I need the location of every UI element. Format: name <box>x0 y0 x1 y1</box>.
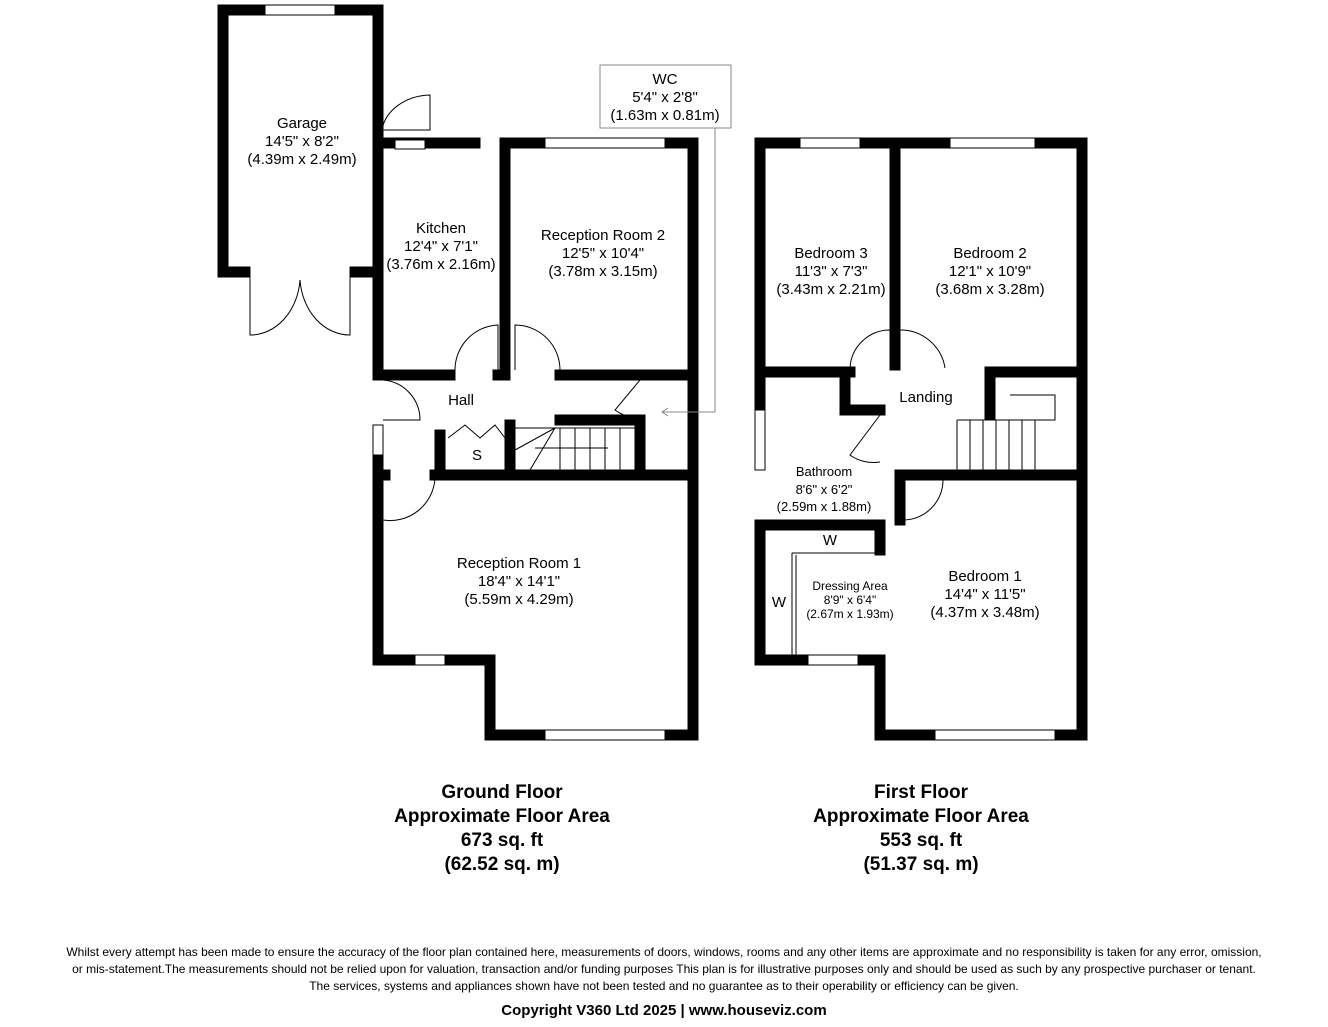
room-label-text: 14'4" x 11'5" <box>944 586 1025 603</box>
wardrobe-label: W <box>823 532 838 549</box>
disclaimer: Whilst every attempt has been made to en… <box>0 944 1328 995</box>
bedroom3-door <box>849 329 891 369</box>
wardrobes <box>791 552 880 655</box>
room-label-text: 14'5" x 8'2" <box>265 133 339 150</box>
window <box>264 4 336 16</box>
svg-text:Reception Room 212'5" x 10'4"(: Reception Room 212'5" x 10'4"(3.78m x 3.… <box>541 227 665 280</box>
room-label-text: (4.37m x 3.48m) <box>930 604 1039 621</box>
svg-text:WC5'4" x 2'8"(1.63m x 0.81m): WC5'4" x 2'8"(1.63m x 0.81m) <box>610 71 719 124</box>
bedroom2-door <box>899 329 946 369</box>
first-inner-walls <box>754 137 1088 556</box>
room-label-text: 11'3" x 7'3" <box>795 263 868 280</box>
summary-subtitle: Approximate Floor Area <box>813 806 1029 827</box>
room-label-text: Reception Room 2 <box>541 227 665 244</box>
room-label-text: Bedroom 1 <box>948 568 1021 585</box>
room-label-text: (2.67m x 1.93m) <box>806 607 893 621</box>
window <box>949 137 1036 149</box>
room-label-text: 12'1" x 10'9" <box>949 263 1031 280</box>
window <box>372 424 384 456</box>
svg-text:Bedroom 212'1" x 10'9"(3.68m x: Bedroom 212'1" x 10'9"(3.68m x 3.28m) <box>935 245 1044 298</box>
window <box>754 409 766 471</box>
room-label-text: Bedroom 2 <box>953 245 1026 262</box>
room-label-text: Reception Room 1 <box>457 555 581 572</box>
room-label-text: 18'4" x 14'1" <box>478 573 560 590</box>
area-sqft: 673 sq. ft <box>460 830 544 851</box>
landing-label: Landing <box>899 389 952 406</box>
landing-stair-walls <box>984 366 1088 421</box>
staircase <box>514 427 635 471</box>
room-label-text: Bedroom 3 <box>794 245 867 262</box>
window <box>544 729 666 741</box>
store-doors <box>447 424 506 439</box>
summary-subtitle: Approximate Floor Area <box>394 806 610 827</box>
svg-text:Bedroom 311'3" x 7'3"(3.43m x: Bedroom 311'3" x 7'3"(3.43m x 2.21m) <box>776 245 885 298</box>
garage-door <box>249 275 351 336</box>
room-label-text: (3.68m x 3.28m) <box>935 281 1044 298</box>
hall-door <box>382 379 421 421</box>
room-label-text: Kitchen <box>416 220 466 237</box>
side-door <box>380 94 431 131</box>
room-label-text: Garage <box>277 115 327 132</box>
store-label: S <box>472 447 482 464</box>
room-label-text: WC <box>653 71 678 88</box>
room-label-text: 8'9" x 6'4" <box>824 593 876 607</box>
window <box>394 139 426 150</box>
window <box>544 137 666 149</box>
disclaimer-line: Whilst every attempt has been made to en… <box>66 945 1262 959</box>
disclaimer-line: or mis-statement.The measurements should… <box>72 962 1256 976</box>
ground-outer-walls <box>372 124 699 741</box>
summary-title: First Floor <box>874 782 968 803</box>
room-label-text: (1.63m x 0.81m) <box>610 107 719 124</box>
wc-leader-arrow <box>661 128 716 417</box>
disclaimer-line: The services, systems and appliances sho… <box>309 979 1019 993</box>
wc-label-box <box>599 64 732 129</box>
area-sqft: 553 sq. ft <box>879 830 963 851</box>
wc-door <box>614 379 641 419</box>
staircase <box>956 394 1056 471</box>
room-label-text: (3.43m x 2.21m) <box>776 281 885 298</box>
stair-walls <box>434 414 646 476</box>
room-label-text: 8'6" x 6'2" <box>796 482 853 497</box>
area-sqm: (51.37 sq. m) <box>863 854 979 875</box>
window <box>934 729 1056 741</box>
kitchen-door <box>454 324 499 371</box>
reception2-door <box>514 324 561 371</box>
bedroom1-door <box>902 479 944 521</box>
ground-floor-summary: Ground Floor Approximate Floor Area 673 … <box>352 781 652 877</box>
window <box>807 654 859 666</box>
room-label-text: (4.39m x 2.49m) <box>247 151 356 168</box>
room-label-text: Bathroom <box>796 464 852 479</box>
first-floor-summary: First Floor Approximate Floor Area 553 s… <box>771 781 1071 877</box>
copyright: Copyright V360 Ltd 2025 | www.houseviz.c… <box>501 1002 827 1019</box>
first-outer-walls <box>754 137 1088 741</box>
hall-label: Hall <box>448 392 474 409</box>
room-label-text: (2.59m x 1.88m) <box>777 499 872 514</box>
wardrobe-label: W <box>772 594 787 611</box>
area-sqm: (62.52 sq. m) <box>444 854 560 875</box>
reception1-door <box>382 477 436 522</box>
window <box>799 137 861 149</box>
room-label-text: (5.59m x 4.29m) <box>464 591 573 608</box>
room-label-text: (3.78m x 3.15m) <box>548 263 657 280</box>
garage-walls <box>217 4 384 278</box>
svg-text:Reception Room 118'4" x 14'1"(: Reception Room 118'4" x 14'1"(5.59m x 4.… <box>457 555 581 608</box>
room-label-text: 5'4" x 2'8" <box>632 89 698 106</box>
svg-text:Bedroom 114'4" x 11'5"(4.37m x: Bedroom 114'4" x 11'5"(4.37m x 3.48m) <box>930 568 1039 621</box>
room-label-text: 12'5" x 10'4" <box>562 245 644 262</box>
bathroom-door <box>849 414 881 463</box>
room-label-text: 12'4" x 7'1" <box>404 238 478 255</box>
window <box>414 654 446 666</box>
summary-title: Ground Floor <box>441 782 563 803</box>
room-label-text: (3.76m x 2.16m) <box>386 256 495 273</box>
room-label-text: Dressing Area <box>812 579 888 593</box>
